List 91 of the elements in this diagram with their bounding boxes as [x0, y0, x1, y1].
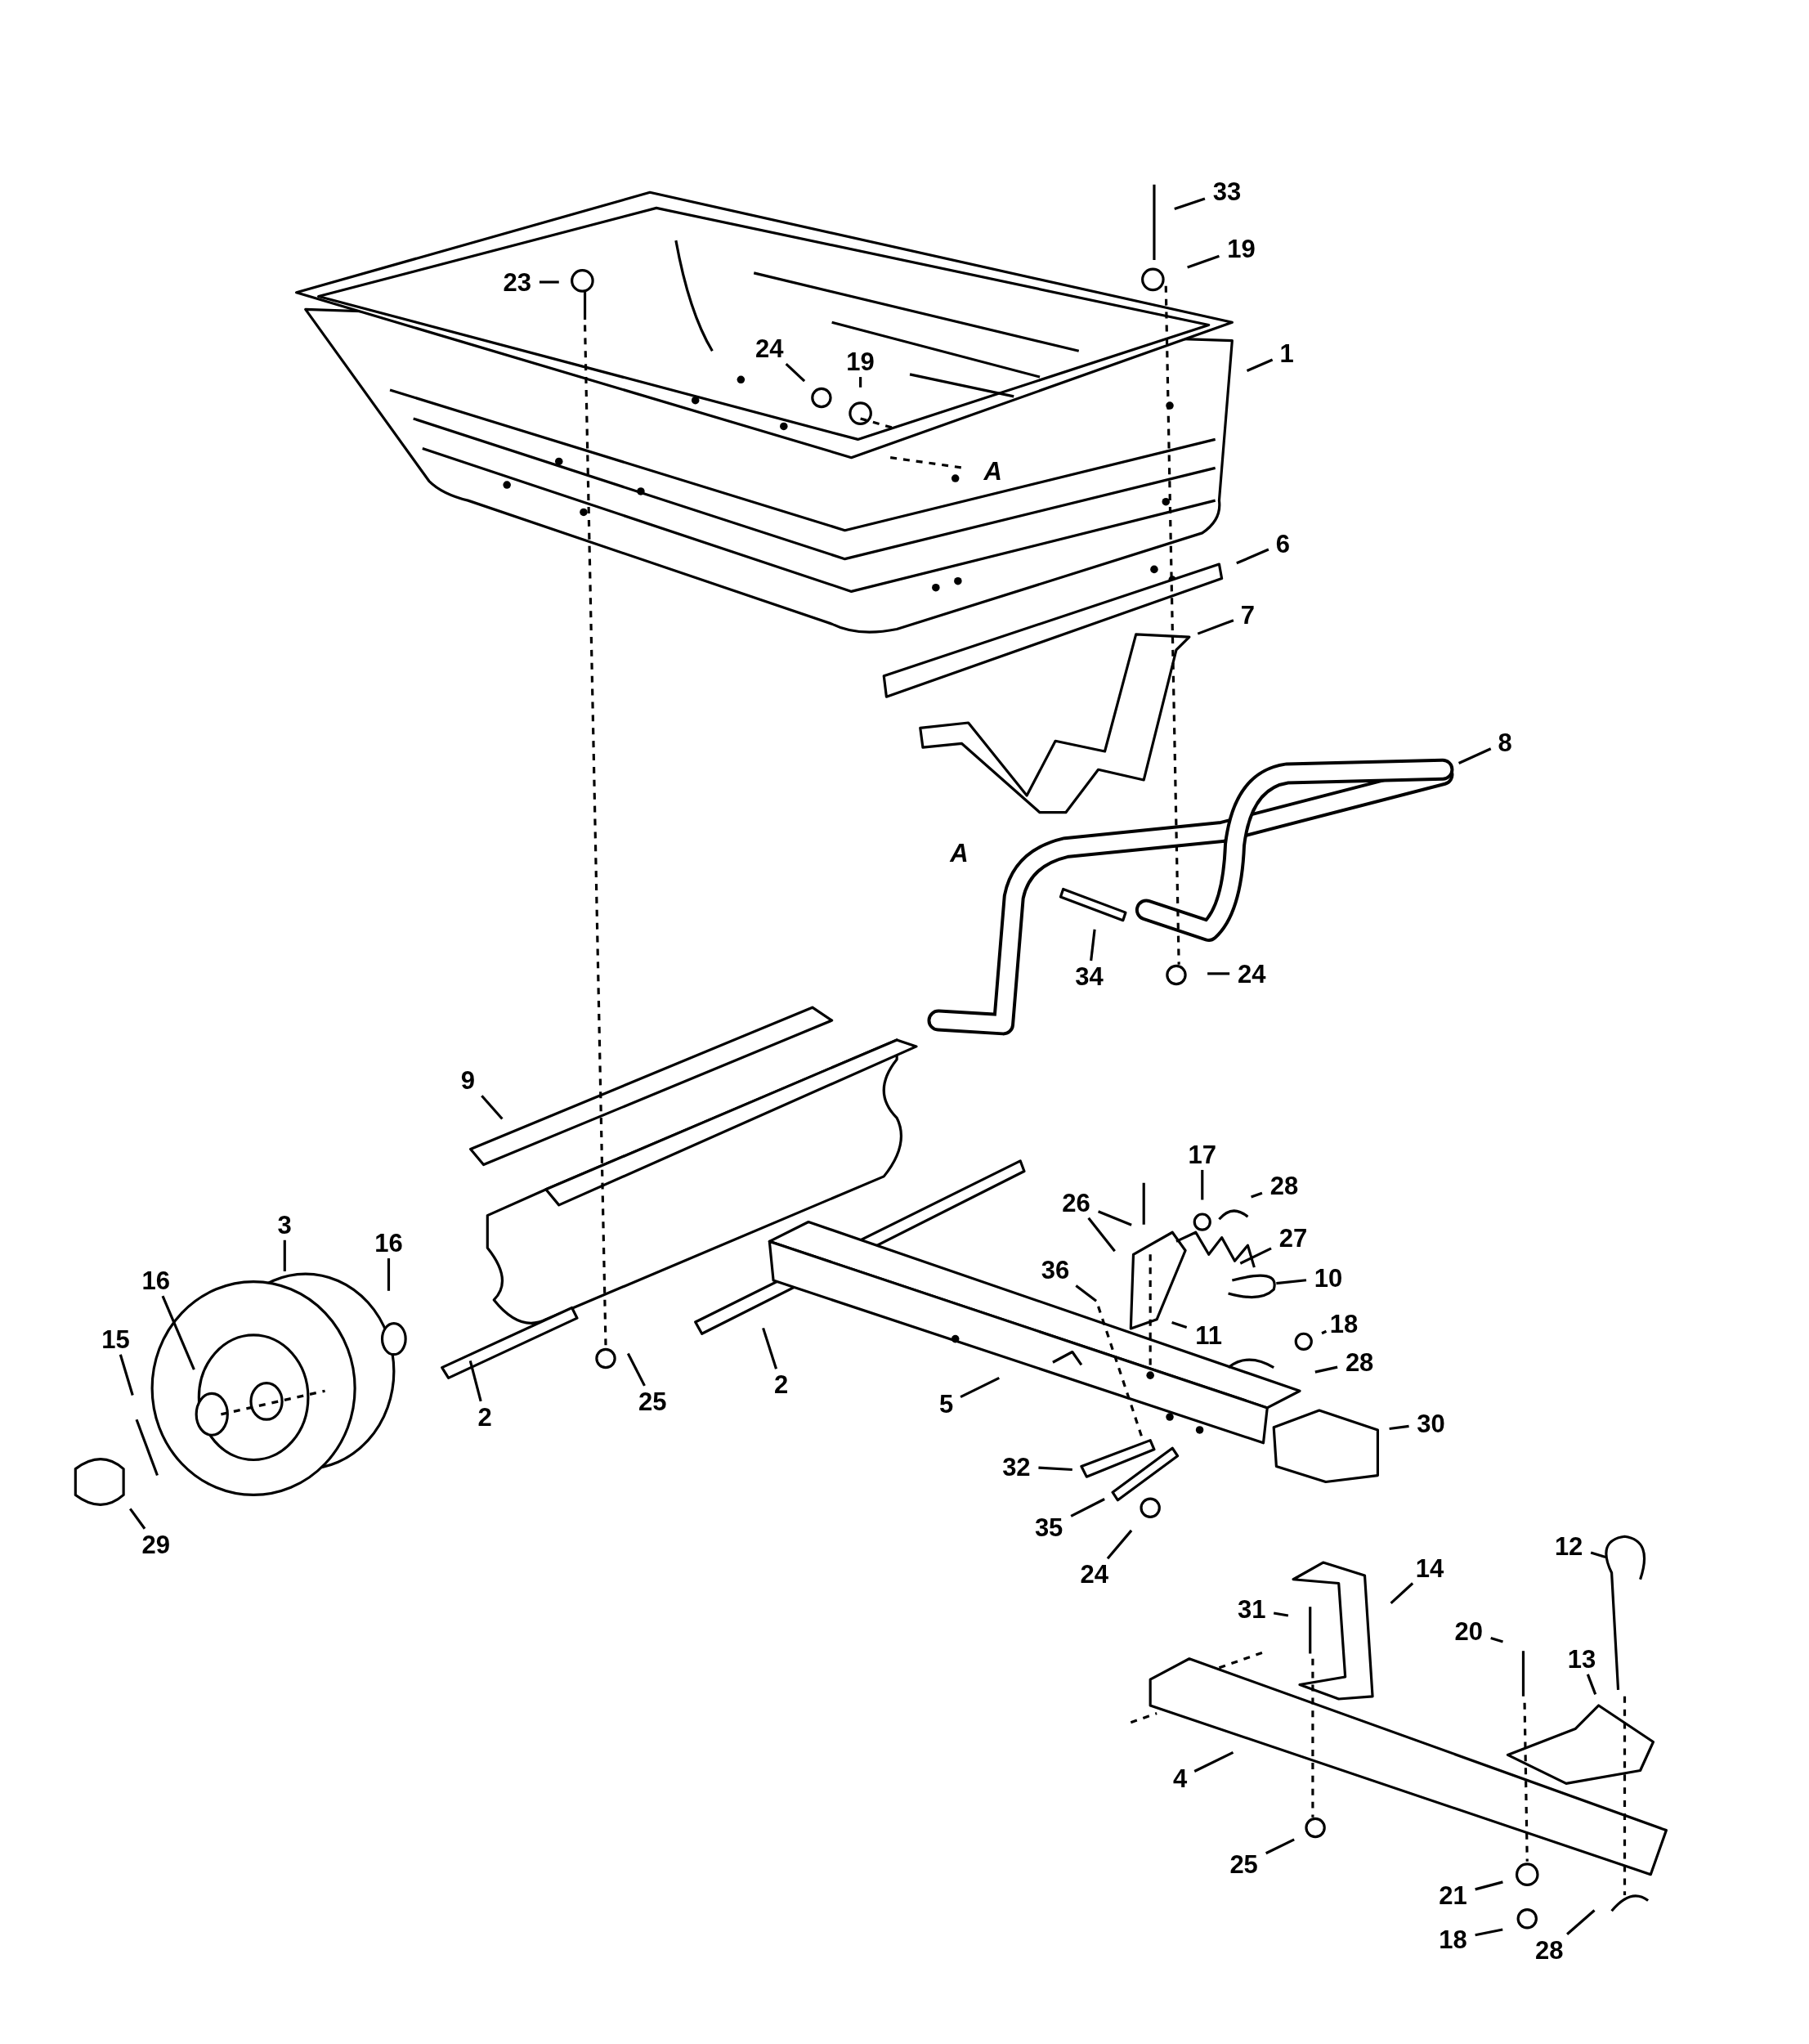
- callout-number: 19: [846, 348, 875, 374]
- leader-line: [1239, 1247, 1272, 1265]
- leader-line: [1475, 1880, 1503, 1891]
- callout-number: 29: [141, 1531, 171, 1558]
- callout-number: 20: [1454, 1618, 1483, 1644]
- leader-line: [1171, 1320, 1188, 1329]
- callout-number: 25: [638, 1388, 667, 1414]
- callout-number: 12: [1554, 1533, 1583, 1558]
- callout-number: 15: [101, 1326, 130, 1352]
- callout-number: 26: [1062, 1190, 1090, 1216]
- leader-line: [161, 1295, 195, 1370]
- leader-line: [1457, 747, 1492, 764]
- callout-number: 5: [938, 1391, 954, 1417]
- leader-line: [1038, 1466, 1072, 1472]
- leader-line: [1265, 1838, 1295, 1855]
- callout-number: 24: [755, 335, 784, 361]
- callout-number: 31: [1237, 1596, 1266, 1622]
- callout-number: 24: [1237, 961, 1266, 987]
- callout-number: 21: [1439, 1882, 1467, 1908]
- callout-number: 7: [1240, 602, 1255, 628]
- callout-number: 28: [1269, 1172, 1299, 1199]
- leader-line: [1201, 1169, 1204, 1200]
- callout-number: 8: [1498, 729, 1512, 755]
- callout-number: 6: [1275, 531, 1290, 557]
- leader-line: [1174, 197, 1206, 211]
- leader-line: [1236, 548, 1269, 565]
- leader-line: [1273, 1611, 1289, 1617]
- leader-line: [1490, 1637, 1503, 1643]
- callout-number: 34: [1075, 963, 1104, 989]
- callout-number: 18: [1439, 1926, 1467, 1952]
- leader-line: [1207, 972, 1230, 975]
- leader-line: [1193, 1750, 1234, 1773]
- leader-line: [1070, 1498, 1105, 1517]
- callout-number: 24: [1080, 1562, 1108, 1587]
- leader-line: [1314, 1365, 1338, 1374]
- reference-letter: A: [983, 458, 1002, 484]
- leader-line: [1197, 619, 1234, 635]
- leader-line: [1590, 1551, 1606, 1559]
- leader-line: [1390, 1582, 1414, 1604]
- reference-letter: A: [950, 840, 969, 866]
- callout-number: 33: [1212, 178, 1242, 204]
- callout-number: 25: [1229, 1851, 1258, 1877]
- leader-line: [129, 1508, 146, 1530]
- callout-number: 30: [1417, 1410, 1445, 1437]
- callout-number: 11: [1195, 1322, 1223, 1348]
- callout-number: 35: [1034, 1514, 1063, 1540]
- leader-line: [481, 1095, 504, 1120]
- leader-line: [1321, 1329, 1328, 1335]
- leader-line: [1090, 929, 1096, 961]
- callout-number: 16: [374, 1230, 403, 1256]
- leader-line: [468, 1360, 482, 1402]
- leader-line: [1389, 1424, 1409, 1431]
- leader-line: [1106, 1529, 1133, 1560]
- callout-number: 13: [1567, 1646, 1596, 1672]
- leader-line: [1075, 1284, 1097, 1302]
- leader-line: [1187, 254, 1220, 269]
- callout-number: 16: [141, 1267, 171, 1293]
- leader-line: [1276, 1279, 1307, 1285]
- leader-line: [785, 363, 806, 383]
- callout-number: 28: [1345, 1349, 1374, 1375]
- callout-number: 2: [477, 1404, 492, 1430]
- leader-line: [1087, 1217, 1116, 1253]
- leader-line: [762, 1327, 778, 1369]
- leader-line: [859, 377, 862, 388]
- callout-number: 4: [1173, 1765, 1188, 1791]
- callout-number: 14: [1415, 1555, 1444, 1581]
- leader-line: [626, 1352, 646, 1387]
- callout-number: 2: [773, 1371, 789, 1397]
- leader-line: [1251, 1191, 1263, 1199]
- leader-line: [1097, 1210, 1132, 1226]
- leader-line: [539, 280, 559, 284]
- leader-line: [1586, 1674, 1597, 1695]
- leader-line: [387, 1258, 391, 1291]
- leader-line: [119, 1354, 134, 1396]
- callout-number: 18: [1329, 1311, 1359, 1337]
- callout-number: 9: [460, 1067, 475, 1093]
- callout-number: 28: [1535, 1937, 1564, 1963]
- callout-number: 27: [1278, 1225, 1308, 1251]
- callout-number: 32: [1002, 1454, 1031, 1479]
- callout-number: 19: [1227, 235, 1256, 262]
- callout-number: 36: [1041, 1257, 1070, 1283]
- callout-number: 23: [503, 269, 532, 295]
- leader-line: [283, 1239, 286, 1271]
- leader-line: [1246, 358, 1274, 372]
- leader-line: [1475, 1928, 1503, 1937]
- leader-line: [1566, 1909, 1596, 1935]
- callout-number: 1: [1279, 340, 1294, 366]
- callout-number: 10: [1314, 1265, 1343, 1291]
- leader-line: [960, 1377, 1000, 1398]
- callout-number: 3: [277, 1212, 292, 1238]
- callout-number: 17: [1188, 1141, 1216, 1168]
